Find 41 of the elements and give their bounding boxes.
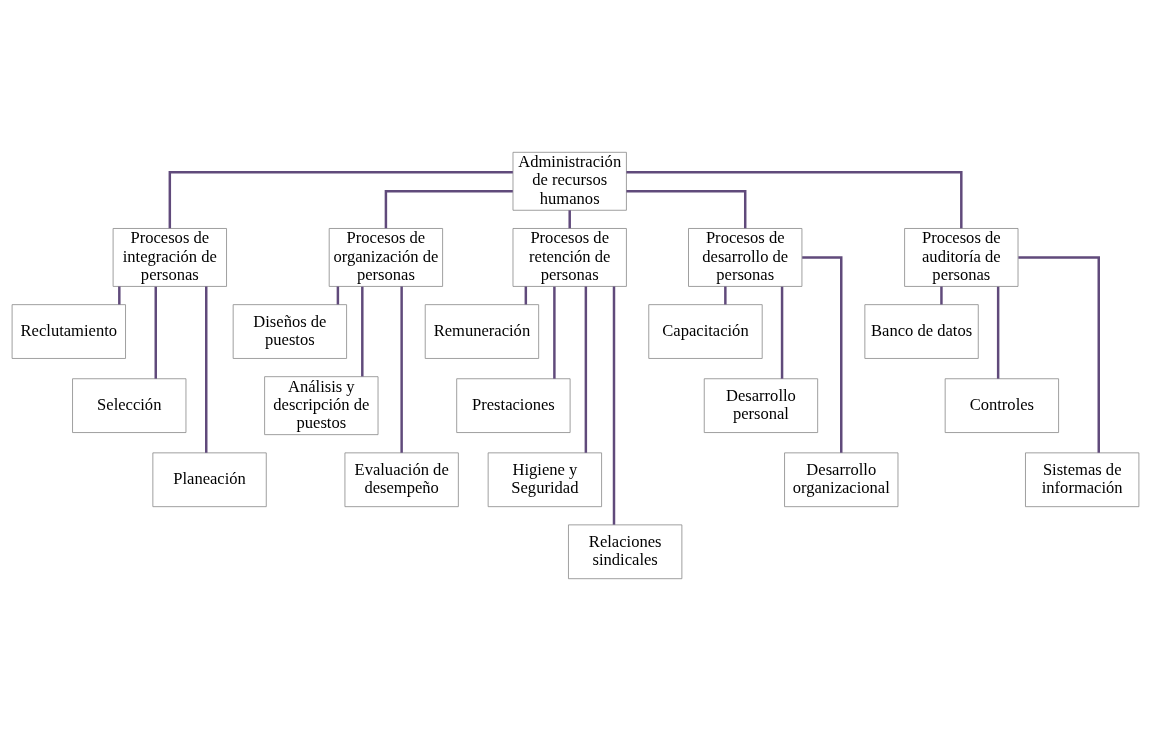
connector: [584, 286, 588, 453]
connector: [626, 170, 963, 229]
connector: [400, 286, 403, 453]
node-box: Prestaciones: [456, 378, 571, 433]
node-box: Sistemas de información: [1025, 452, 1140, 508]
node-box: Procesos de integración de personas: [112, 228, 227, 287]
connector: [626, 190, 747, 229]
node-box: Evaluación de desempeño: [344, 452, 459, 508]
node-box: Remuneración: [424, 304, 540, 359]
node-box: Diseños de puestos: [232, 304, 347, 359]
node-box: Capacitación: [648, 304, 763, 359]
connector: [802, 256, 843, 453]
node-box: Administración de recursos humanos: [512, 151, 627, 211]
node-box: Procesos de desarrollo de personas: [688, 228, 803, 287]
node-box: Desarrollo organizacional: [784, 452, 899, 508]
node-box: Desarrollo personal: [703, 378, 819, 433]
node-box: Procesos de organización de personas: [328, 228, 444, 287]
node-box: Procesos de auditoría de personas: [904, 228, 1019, 287]
connector: [1018, 256, 1100, 453]
node-box: Planeación: [152, 452, 267, 508]
node-box: Higiene y Seguridad: [487, 452, 602, 508]
connector: [384, 190, 513, 229]
connector: [780, 286, 784, 379]
connector: [118, 286, 121, 305]
connector: [361, 286, 364, 377]
connector: [724, 286, 727, 305]
connector: [205, 286, 208, 453]
connector: [996, 286, 1000, 379]
node-box: Banco de datos: [864, 304, 979, 359]
connector: [553, 286, 556, 379]
node-box: Selección: [72, 378, 187, 433]
node-box: Relaciones sindicales: [568, 524, 683, 580]
connector: [154, 286, 157, 379]
node-box: Reclutamiento: [11, 304, 126, 359]
connector: [568, 210, 571, 229]
node-box: Controles: [944, 378, 1059, 433]
node-box: Análisis y descripción de puestos: [264, 376, 379, 436]
connector: [940, 286, 943, 305]
connector: [168, 170, 513, 229]
node-box: Procesos de retención de personas: [512, 228, 627, 287]
connector: [612, 286, 616, 525]
